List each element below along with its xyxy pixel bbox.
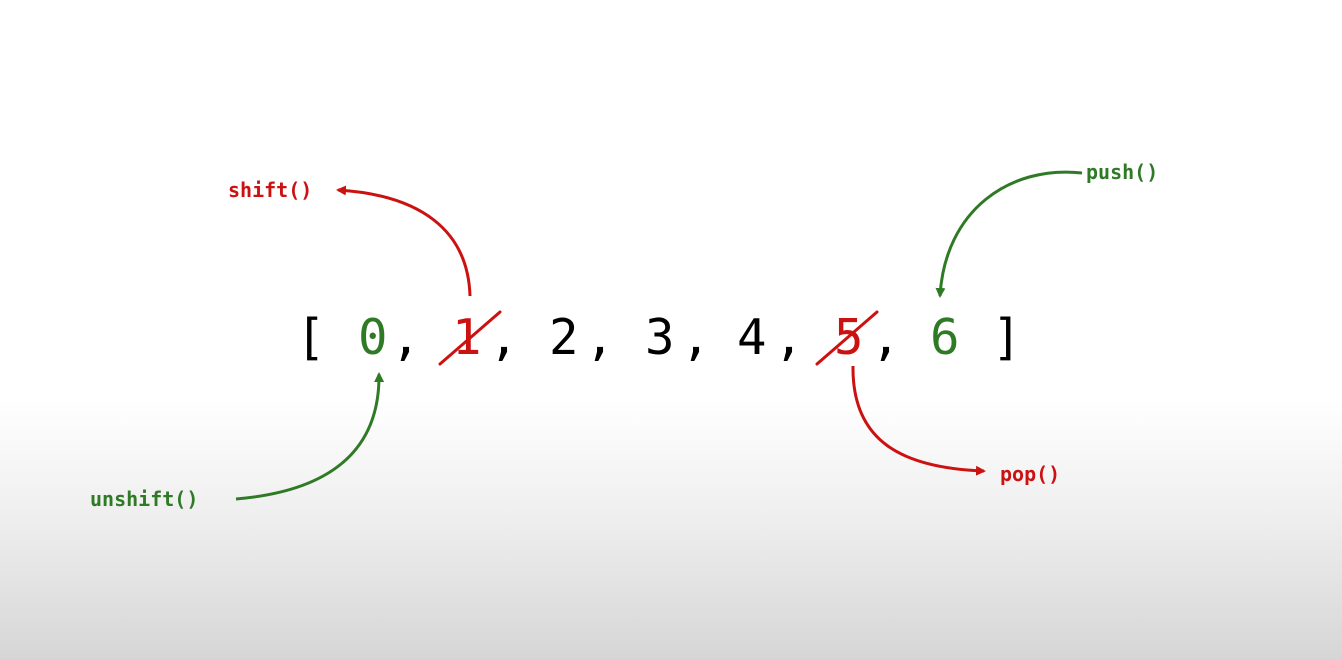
pop-label: pop() — [1000, 462, 1060, 486]
array-item-3: 3 — [645, 309, 675, 366]
comma-3: , — [681, 309, 711, 366]
array-item-1: 1 — [452, 309, 482, 366]
close-bracket: ] — [992, 309, 1022, 366]
comma-5: , — [871, 309, 901, 366]
pop-arrow — [851, 365, 986, 476]
strike-item-1 — [438, 310, 502, 366]
array-item-4: 4 — [737, 309, 767, 366]
open-bracket: [ — [296, 309, 326, 366]
array-item-0: 0 — [358, 309, 388, 366]
unshift-arrow — [235, 372, 385, 501]
shift-label: shift() — [228, 178, 312, 202]
strike-item-5 — [815, 310, 879, 366]
push-arrow — [935, 170, 1083, 298]
array-item-2: 2 — [549, 309, 579, 366]
array-item-6: 6 — [930, 309, 960, 366]
comma-0: , — [391, 309, 421, 366]
comma-4: , — [774, 309, 804, 366]
comma-2: , — [585, 309, 615, 366]
shift-arrow — [336, 185, 472, 297]
push-label: push() — [1086, 160, 1158, 184]
unshift-label: unshift() — [90, 487, 198, 511]
